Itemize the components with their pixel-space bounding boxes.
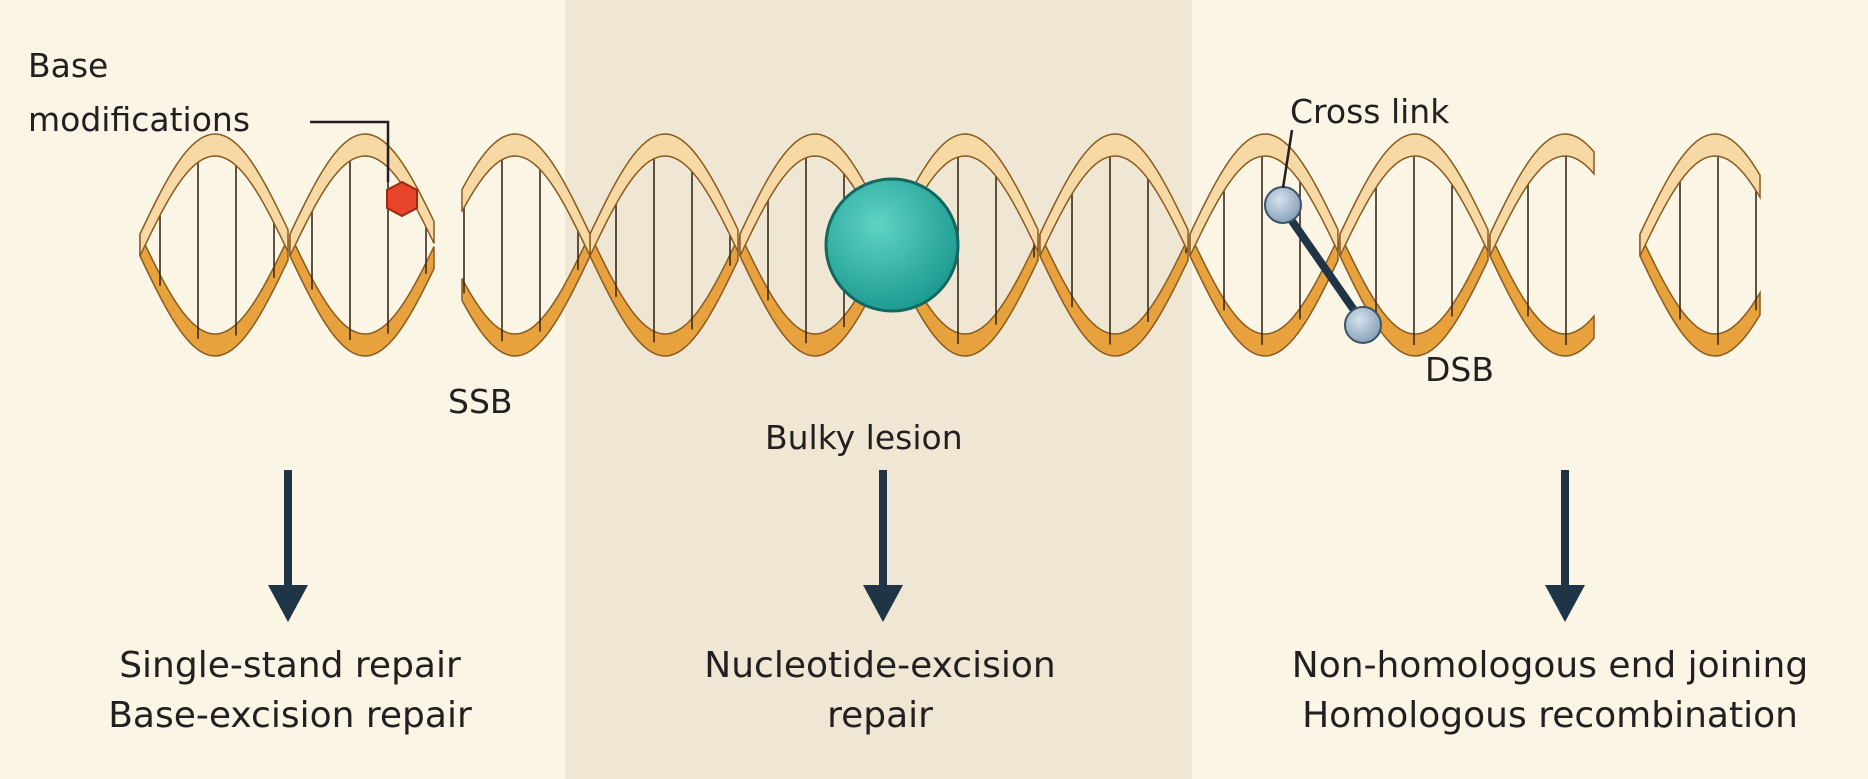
strand-ribbon-front (1490, 134, 1594, 256)
base-modifications-label-line2: modifications (28, 100, 250, 140)
strand-ribbon-front (140, 134, 288, 256)
strand-ribbon-back (462, 234, 590, 356)
arrow-down-icon (863, 470, 903, 622)
cross-link-node-bottom (1345, 307, 1381, 343)
cross-link-node-top (1265, 187, 1301, 223)
strand-ribbon-front (1190, 134, 1338, 256)
cross-link-label: Cross link (1290, 92, 1449, 132)
strand-ribbon-front (590, 134, 738, 256)
strand-ribbon-front (1640, 134, 1760, 256)
strand-ribbon-back (140, 234, 288, 356)
repair-middle-line2: repair (670, 693, 1090, 739)
repair-right-line1: Non-homologous end joining (1240, 643, 1860, 689)
repair-left-line1: Single-stand repair (90, 643, 490, 689)
base-modification-icon (387, 182, 417, 216)
bulky-lesion-icon (826, 179, 958, 311)
base-modifications-label-line1: Base (28, 46, 108, 86)
ssb-label: SSB (448, 382, 513, 422)
strand-ribbon-back (590, 234, 738, 356)
repair-middle-line1: Nucleotide-excision (670, 643, 1090, 689)
repair-left-line2: Base-excision repair (90, 693, 490, 739)
arrow-down-icon (268, 470, 308, 622)
strand-ribbon-front (1040, 134, 1188, 256)
dsb-label: DSB (1425, 350, 1494, 390)
repair-right-line2: Homologous recombination (1240, 693, 1860, 739)
strand-ribbon-back (1040, 234, 1188, 356)
strand-ribbon-back (1490, 234, 1594, 356)
strand-ribbon-front (462, 134, 590, 256)
strand-ribbon-back (1640, 234, 1760, 356)
arrow-down-icon (1545, 470, 1585, 622)
bulky-lesion-label: Bulky lesion (765, 418, 963, 458)
